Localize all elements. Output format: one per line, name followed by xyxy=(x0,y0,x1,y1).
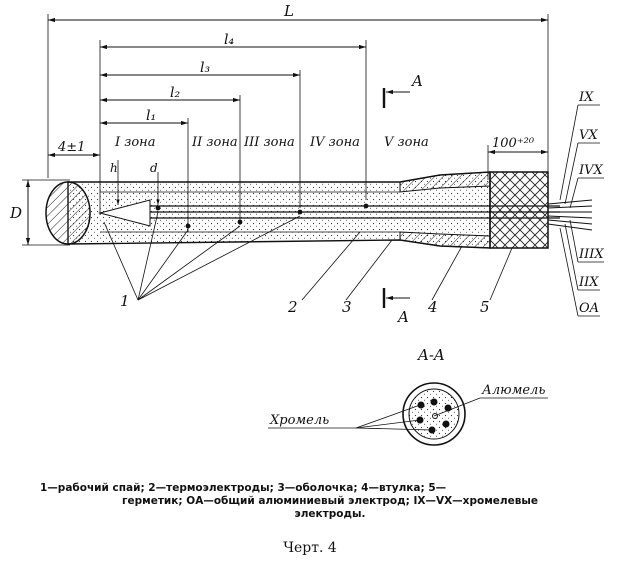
section-cut-marks: A A xyxy=(382,72,423,326)
dim-L-label: L xyxy=(283,2,294,20)
thermocouple-body: h d xyxy=(45,160,593,249)
dim-l4-label: l₄ xyxy=(224,32,234,48)
electrode-IIIX: IIIX xyxy=(578,247,604,262)
dim-d-label: d xyxy=(150,161,158,175)
dimension-D: D xyxy=(9,179,70,246)
electrode-VX: VX xyxy=(579,128,598,143)
dim-D-label: D xyxy=(9,204,22,222)
zone-3-label: III зона xyxy=(243,135,295,150)
zone-labels: I зона II зона III зона IV зона V зона xyxy=(114,135,429,150)
dim-h-label: h xyxy=(110,161,118,175)
figure-title: Черт. 4 xyxy=(283,540,337,556)
dim-l2-label: l₂ xyxy=(170,85,180,101)
callout-3: 3 xyxy=(342,298,352,316)
section-mark-bottom: A xyxy=(396,308,409,326)
dimension-tip: 4±1 xyxy=(48,140,100,158)
zone-1-label: I зона xyxy=(114,135,156,150)
dim-l3-label: l₃ xyxy=(200,60,210,76)
dimension-end: 100⁺²⁰ xyxy=(487,136,548,180)
dim-end-label: 100⁺²⁰ xyxy=(492,136,535,151)
zone-4-label: IV зона xyxy=(309,135,360,150)
dim-tip-label: 4±1 xyxy=(57,140,85,155)
electrode-IX: IX xyxy=(578,90,594,105)
thermocouple-drawing: L l₄ l₃ l₂ l₁ 4±1 100⁺²⁰ D I зона II xyxy=(9,2,604,446)
section-a-a: A-A Алюмель Хромель xyxy=(268,346,548,446)
legend-caption: 1—рабочий спай; 2—термоэлектроды; 3—обол… xyxy=(40,482,600,521)
dim-l1-label: l₁ xyxy=(146,108,156,124)
callout-2: 2 xyxy=(287,298,298,316)
electrode-labels: IX VX IVX IIIX IIX OA xyxy=(559,90,604,317)
callouts: 1 2 3 4 5 xyxy=(103,211,513,316)
caption-line-1: 1—рабочий спай; 2—термоэлектроды; 3—обол… xyxy=(40,482,447,494)
chromel-label: Хромель xyxy=(269,413,329,428)
callout-1: 1 xyxy=(120,292,130,310)
section-mark-top: A xyxy=(410,72,423,90)
zone-5-label: V зона xyxy=(384,135,429,150)
callout-5: 5 xyxy=(480,298,490,316)
section-title: A-A xyxy=(416,346,445,364)
alumel-label: Алюмель xyxy=(481,383,545,398)
electrode-IVX: IVX xyxy=(578,163,604,178)
zone-2-label: II зона xyxy=(191,135,238,150)
callout-4: 4 xyxy=(427,298,438,316)
caption-line-2: герметик; ОА—общий алюминиевый электрод;… xyxy=(122,495,538,507)
caption-line-3: электроды. xyxy=(294,508,366,520)
electrode-OA: OA xyxy=(579,301,599,316)
electrode-IIX: IIX xyxy=(578,275,599,290)
dimension-L: L xyxy=(47,2,549,178)
